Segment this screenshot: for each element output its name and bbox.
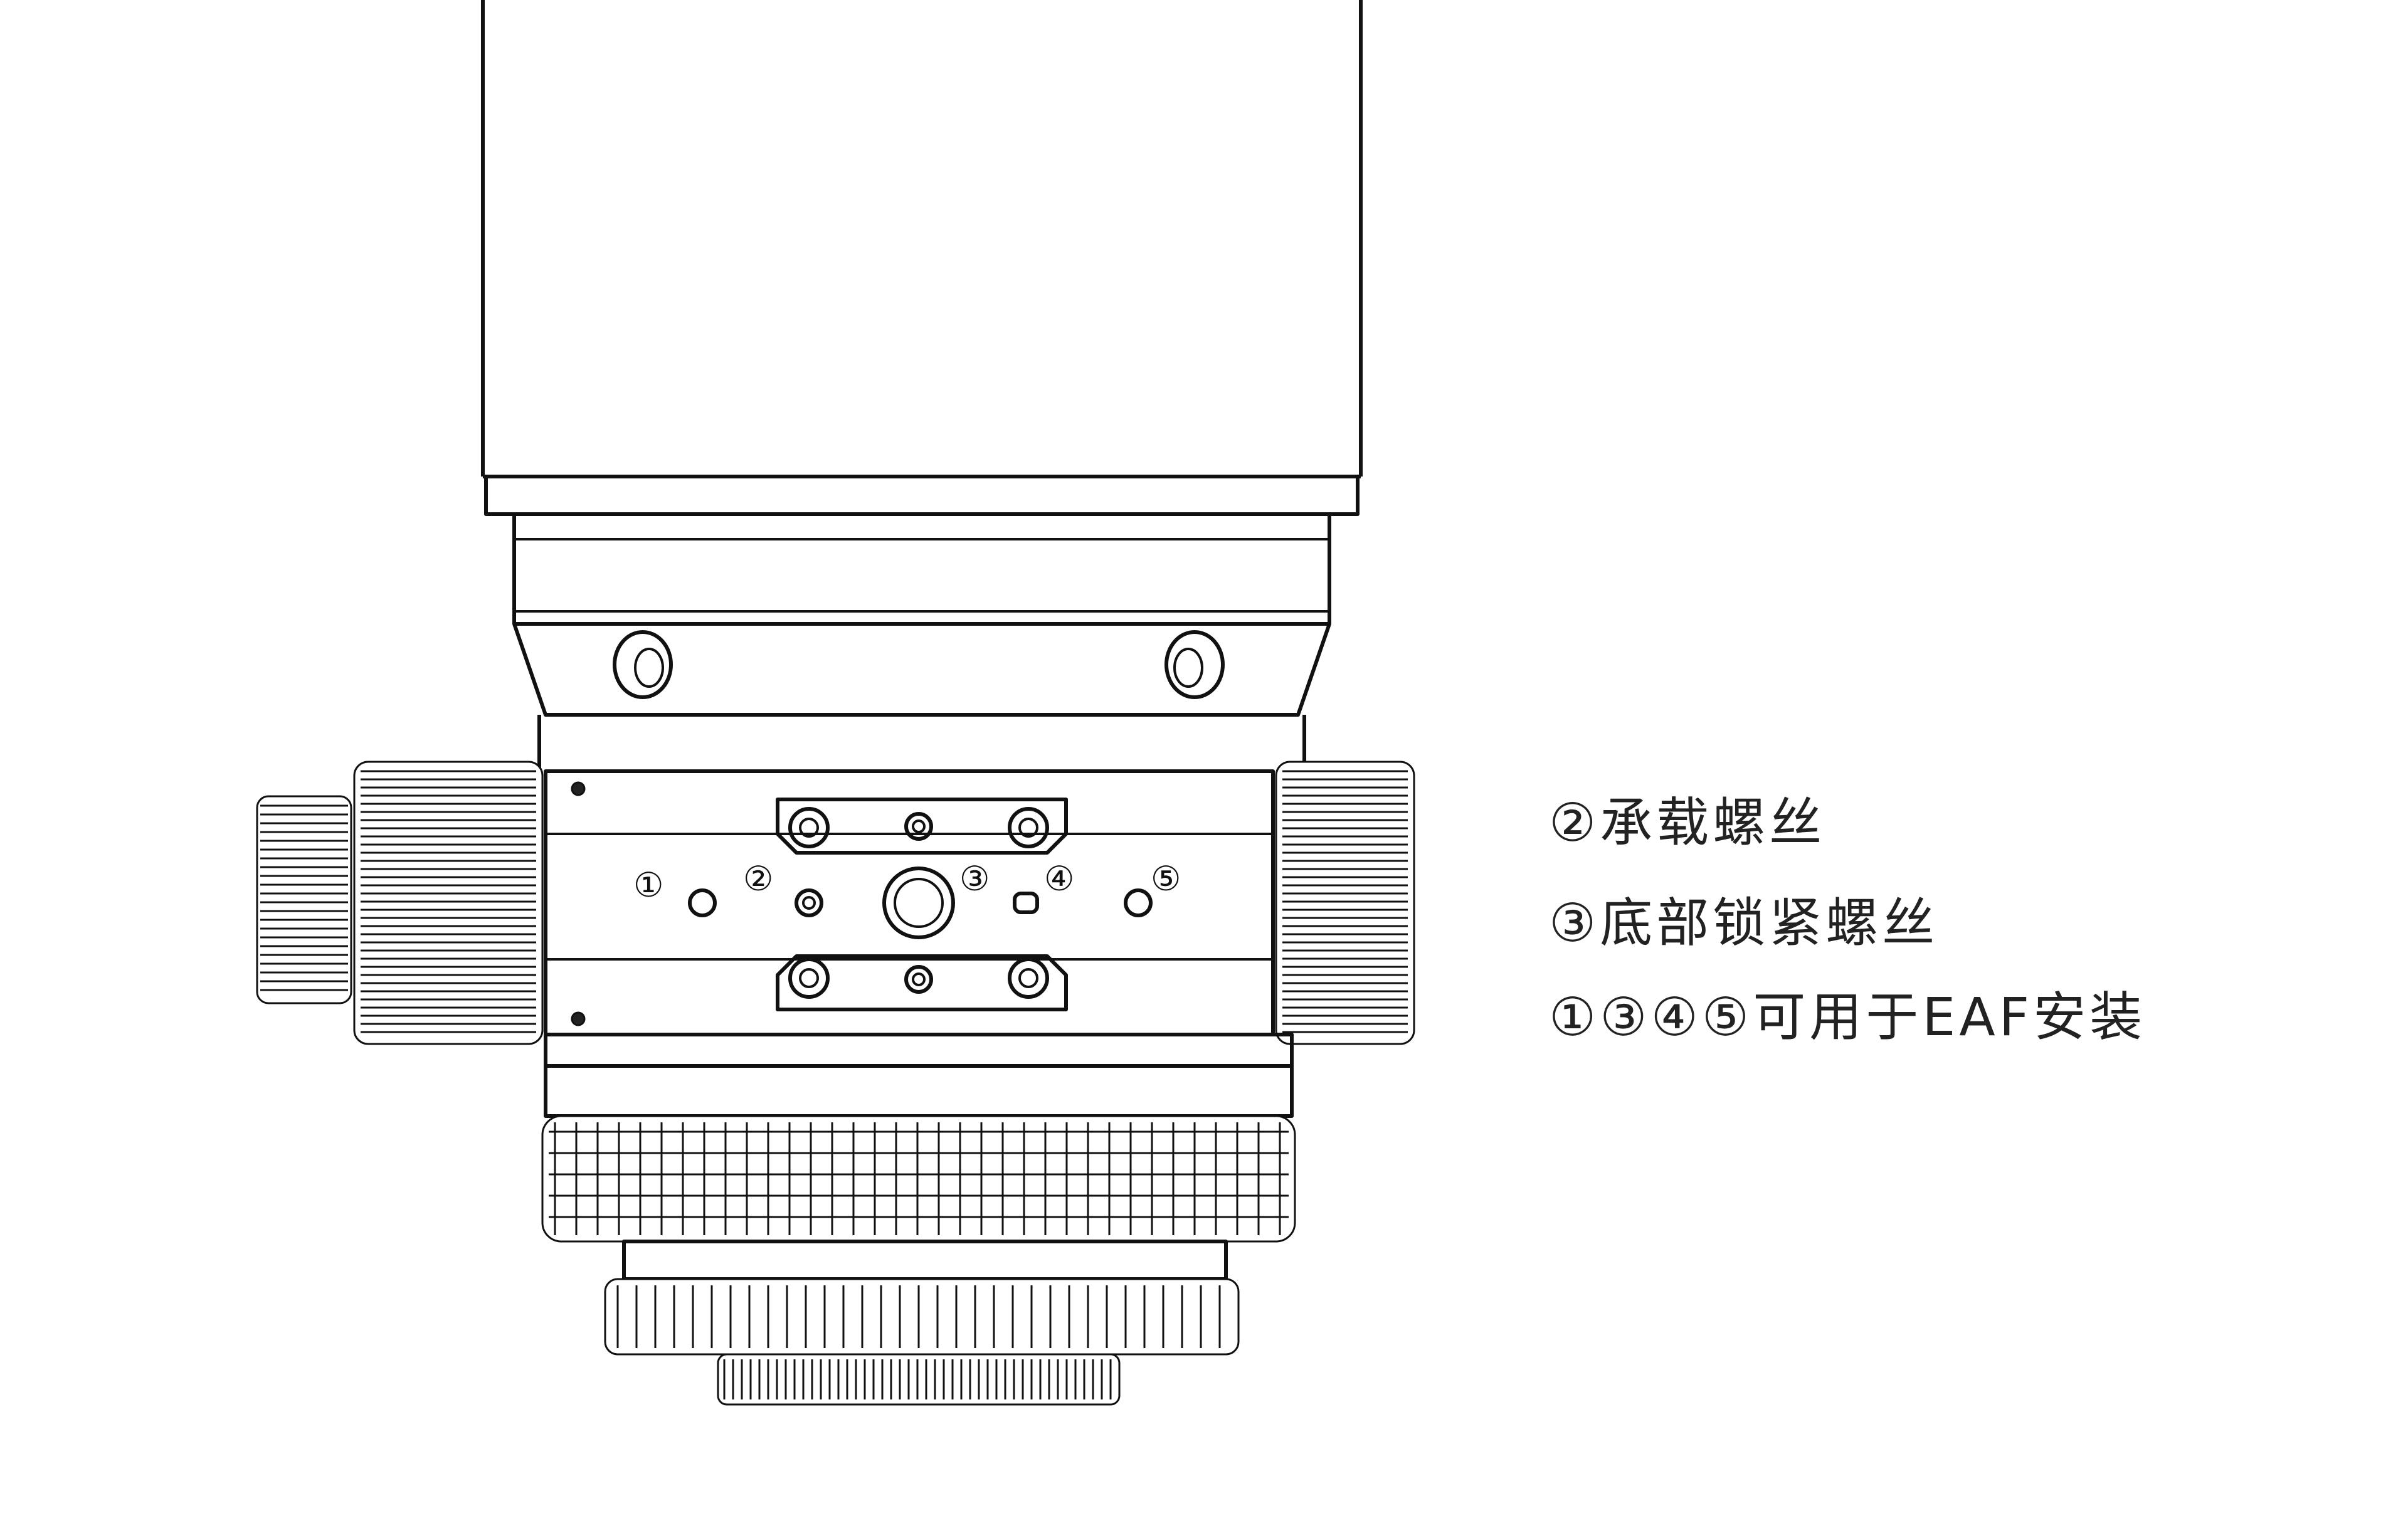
callout-4: ④: [1044, 859, 1074, 898]
left-coarse-knob: [353, 761, 544, 1045]
callout-3: ③: [959, 859, 990, 898]
hole-3: [1013, 892, 1039, 914]
right-coarse-knob: [1275, 761, 1415, 1045]
collar-screw-left: [613, 630, 673, 699]
hole-5: [1124, 888, 1153, 917]
compression-ring: [717, 1353, 1121, 1406]
center-screw: [882, 867, 955, 939]
legend-item-lock-screw: ③底部锁紧螺丝: [1549, 892, 1939, 954]
lower-collar: [544, 1033, 1294, 1118]
legend-item-eaf-mount: ①③④⑤可用于EAF安装: [1549, 986, 2147, 1048]
bracket-bottom: [776, 954, 1068, 1011]
callout-5: ⑤: [1151, 859, 1181, 898]
bracket-top: [776, 798, 1068, 855]
callout-labels: ① ② ③ ④ ⑤: [633, 859, 1181, 905]
drawtube-neck: [622, 1240, 1228, 1281]
drawtube-knurl-ring: [541, 1115, 1296, 1243]
hole-1: [688, 888, 717, 917]
callout-2: ②: [743, 859, 773, 898]
tube-collar: [512, 512, 1331, 771]
telescope-tube: [481, 0, 1363, 516]
knurl-texture: [260, 770, 1408, 1399]
collar-screw-right: [1164, 630, 1225, 699]
left-fine-knob: [256, 795, 352, 1004]
callout-1: ①: [633, 865, 663, 905]
hole-2: [795, 888, 823, 917]
legend-item-load-screw: ②承载螺丝: [1549, 792, 1826, 853]
screw-holes: [688, 867, 1153, 939]
